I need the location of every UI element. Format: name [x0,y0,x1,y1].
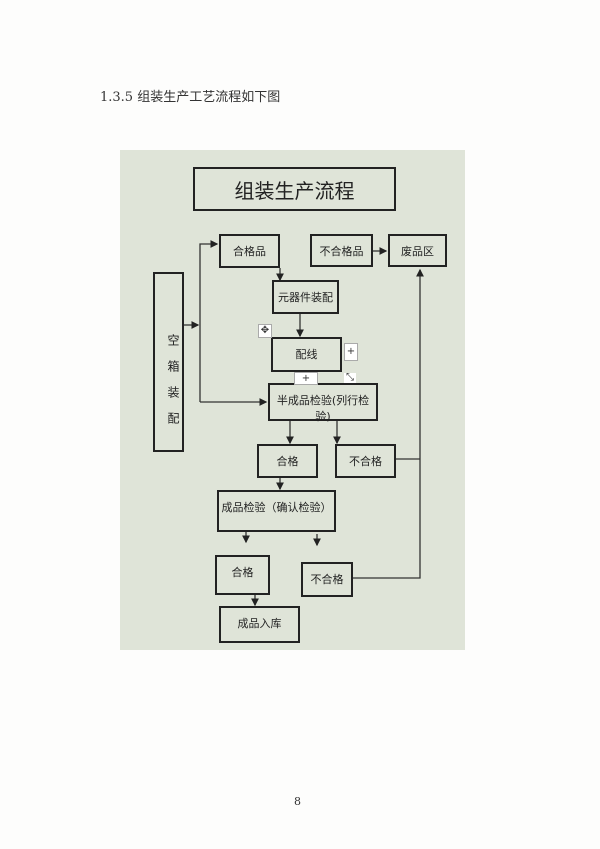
flowchart-title: 组装生产流程 [193,167,396,211]
node-empty-box-assembly: 空箱装配 [153,272,184,452]
node-scrap-area: 废品区 [388,234,447,267]
node-final-fail: 不合格 [301,562,353,597]
node-final-pass: 合格 [215,555,270,595]
flowchart-connectors [184,240,424,607]
node-semi-fail: 不合格 [335,444,396,478]
resize-handle-icon: ⤡ [344,372,356,383]
node-unqualified-parts: 不合格品 [310,234,373,267]
add-handle-icon: + [294,372,318,385]
move-handle-icon: ✥ [258,324,272,338]
node-semi-pass: 合格 [257,444,318,478]
section-heading: 1.3.5 组装生产工艺流程如下图 [100,90,281,105]
node-wiring: 配线 [271,337,342,372]
node-final-inspection: 成品检验（确认检验） [217,490,336,532]
flowchart-diagram: 组装生产流程 合格品 不合格品 废品区 空箱装配 元器件装配 配线 半成品检验(… [120,150,465,650]
node-component-assembly: 元器件装配 [272,280,339,314]
node-semi-inspection: 半成品检验(列行检验) [268,383,378,423]
node-qualified-parts: 合格品 [219,234,280,268]
add-handle-icon: + [344,343,358,361]
page-number: 8 [294,795,301,808]
node-warehouse: 成品入库 [219,606,300,643]
